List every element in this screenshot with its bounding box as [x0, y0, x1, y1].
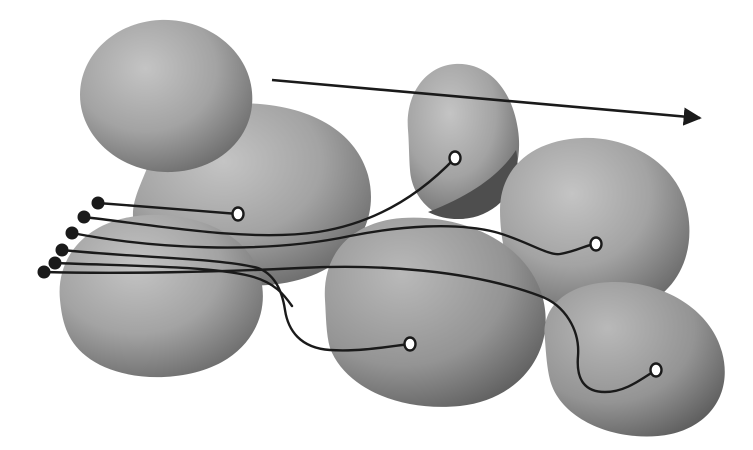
fiber-4-end-terminal	[405, 338, 416, 351]
fiber-1-start-dot	[92, 197, 105, 210]
fiber-5-start-dot	[49, 257, 62, 270]
blob-top-left	[80, 20, 252, 172]
fiber-2-end-terminal	[450, 152, 461, 165]
fiber-2-start-dot	[78, 211, 91, 224]
fiber-3-end-terminal	[591, 238, 602, 251]
fiber-6-end-terminal	[651, 364, 662, 377]
blob-lower-left	[60, 215, 263, 377]
fiber-4-start-dot	[56, 244, 69, 257]
blob-right-lower	[544, 282, 724, 436]
fiber-3-start-dot	[66, 227, 79, 240]
fiber-6-start-dot	[38, 266, 51, 279]
fiber-1-end-terminal	[233, 208, 244, 221]
